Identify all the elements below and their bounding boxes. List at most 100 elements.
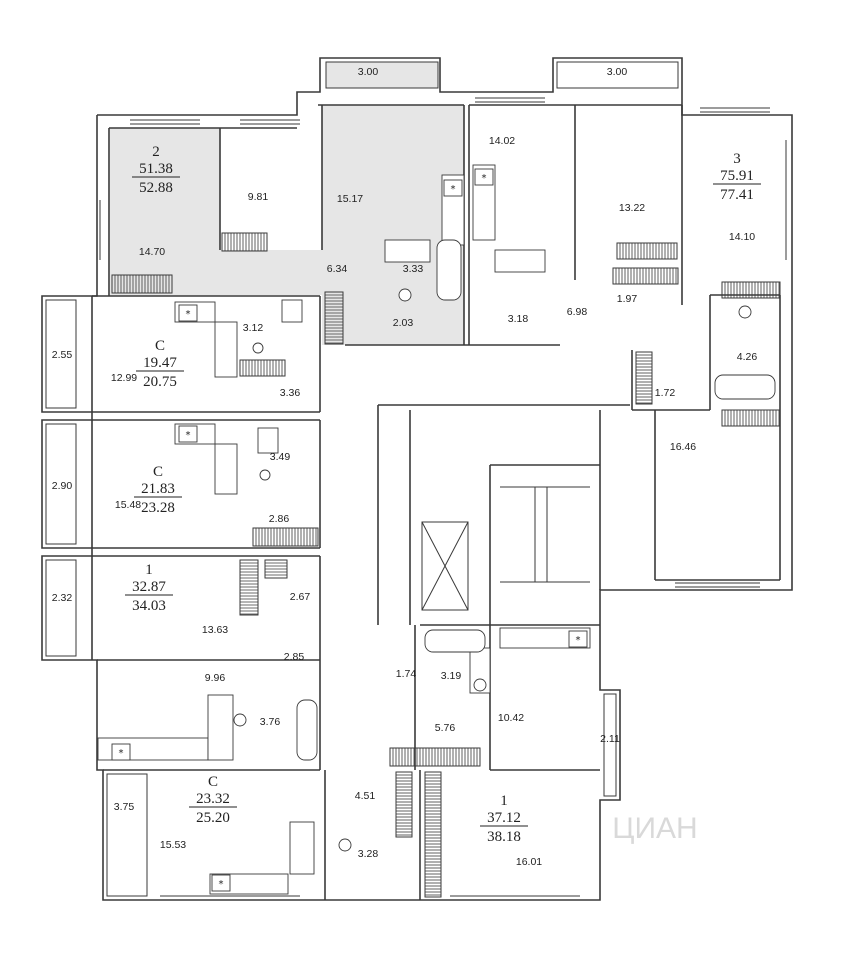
- wardrobe: [389, 747, 481, 767]
- room-area-label: 2.11: [600, 733, 620, 745]
- apartment-total-area: 52.88: [139, 180, 173, 196]
- room-area-label: 1.97: [617, 293, 638, 305]
- room-area-label: 15.48: [115, 499, 141, 511]
- interior-walls: [91, 105, 781, 900]
- room-area-label: 14.70: [139, 246, 165, 258]
- apartment-total-area: 38.18: [487, 829, 521, 845]
- room-area-label: 3.33: [403, 263, 424, 275]
- star-marker: *: [219, 879, 224, 890]
- star-marker: *: [576, 635, 581, 646]
- marker-box: [443, 179, 463, 197]
- wardrobe: [612, 267, 679, 285]
- windows: [99, 97, 787, 897]
- room-area-label: 2.03: [393, 317, 414, 329]
- apartment-living-area: 21.83: [141, 481, 175, 497]
- star-marker: *: [186, 430, 191, 441]
- room-area-label: 2.86: [269, 513, 290, 525]
- room-area-label: 3.00: [607, 66, 628, 78]
- room-area-label: 3.36: [280, 387, 301, 399]
- wardrobes: [111, 232, 781, 898]
- room-area-label: 9.81: [248, 191, 269, 203]
- apartment-label-apt-2: 251.38 52.88: [132, 144, 180, 196]
- marker-box: [111, 743, 131, 761]
- room-area-labels: 3.00 3.00 14.02 14.70 9.81 15.17 6.34 3.33 2.03 1…: [52, 66, 758, 868]
- room-area-label: 15.53: [160, 839, 186, 851]
- apartment-type: 1: [145, 562, 153, 578]
- room-area-label: 6.98: [567, 306, 588, 318]
- room-area-label: 4.26: [737, 351, 758, 363]
- apartment-label-apt-c2: С21.83 23.28: [134, 464, 182, 516]
- apartment-living-area: 37.12: [487, 810, 521, 826]
- room-area-label: 2.85: [284, 651, 305, 663]
- room-area-label: 14.02: [489, 135, 515, 147]
- room-area-label: 10.42: [498, 712, 524, 724]
- marker-box: [474, 168, 494, 186]
- star-marker: *: [451, 184, 456, 195]
- room-area-label: 12.99: [111, 372, 137, 384]
- wardrobe: [324, 291, 344, 345]
- wardrobe: [721, 409, 781, 427]
- room-area-label: 13.63: [202, 624, 228, 636]
- room-area-label: 4.51: [355, 790, 376, 802]
- apartment-type: С: [153, 464, 163, 480]
- apartment-total-area: 20.75: [143, 374, 177, 390]
- room-area-label: 16.46: [670, 441, 696, 453]
- wardrobe: [616, 242, 678, 260]
- apartment-type: 1: [500, 793, 508, 809]
- room-area-label: 3.75: [114, 801, 135, 813]
- room-area-label: 6.34: [327, 263, 348, 275]
- room-area-label: 14.10: [729, 231, 755, 243]
- apartment-living-area: 32.87: [132, 579, 166, 595]
- room-area-label: 3.49: [270, 451, 291, 463]
- wardrobe: [424, 771, 442, 898]
- ventilation-markers: *******: [111, 168, 588, 892]
- room-area-label: 3.00: [358, 66, 379, 78]
- apartment-labels: 251.3852.88375.9177.41С19.4720.75С21.832…: [125, 144, 761, 845]
- room-area-label: 16.01: [516, 856, 542, 868]
- room-area-label: 13.22: [619, 202, 645, 214]
- apartment-type: 2: [152, 144, 160, 160]
- wardrobe: [239, 359, 286, 377]
- wardrobe: [395, 771, 413, 838]
- room-area-label: 15.17: [337, 193, 363, 205]
- wardrobe: [239, 559, 259, 616]
- watermark-text: ЦИАН: [612, 812, 697, 845]
- wardrobe: [721, 281, 781, 299]
- apartment-total-area: 25.20: [196, 810, 230, 826]
- apartment-living-area: 19.47: [143, 355, 177, 371]
- wardrobe: [252, 527, 319, 547]
- room-area-label: 1.74: [396, 668, 417, 680]
- room-area-label: 2.32: [52, 592, 73, 604]
- wardrobe: [264, 559, 288, 579]
- room-area-label: 3.19: [441, 670, 462, 682]
- marker-box: [178, 304, 198, 322]
- room-area-label: 3.18: [508, 313, 529, 325]
- star-marker: *: [119, 748, 124, 759]
- room-area-label: 9.96: [205, 672, 226, 684]
- room-area-label: 3.28: [358, 848, 379, 860]
- apartment-type: 3: [733, 151, 741, 167]
- stair-elevator-core: [421, 486, 590, 611]
- room-area-label: 5.76: [435, 722, 456, 734]
- apartment-label-apt-1a: 132.87 34.03: [125, 562, 173, 614]
- apartment-total-area: 23.28: [141, 500, 175, 516]
- balconies: [45, 61, 679, 897]
- wardrobe: [221, 232, 268, 252]
- apartment-type: С: [208, 774, 218, 790]
- room-area-label: 3.12: [243, 322, 264, 334]
- apartment-type: С: [155, 338, 165, 354]
- wardrobe: [111, 274, 173, 294]
- apartment-total-area: 34.03: [132, 598, 166, 614]
- marker-box: [178, 425, 198, 443]
- room-area-label: 1.72: [655, 387, 676, 399]
- apartment-label-apt-c1: С19.47 20.75: [136, 338, 184, 390]
- marker-box: [211, 874, 231, 892]
- apartment-living-area: 51.38: [139, 161, 173, 177]
- room-area-label: 3.76: [260, 716, 281, 728]
- apartment-living-area: 75.91: [720, 168, 754, 184]
- room-area-label: 2.67: [290, 591, 311, 603]
- apartment-2-shading: [110, 62, 464, 345]
- apartment-label-apt-1b: 137.12 38.18: [480, 793, 528, 845]
